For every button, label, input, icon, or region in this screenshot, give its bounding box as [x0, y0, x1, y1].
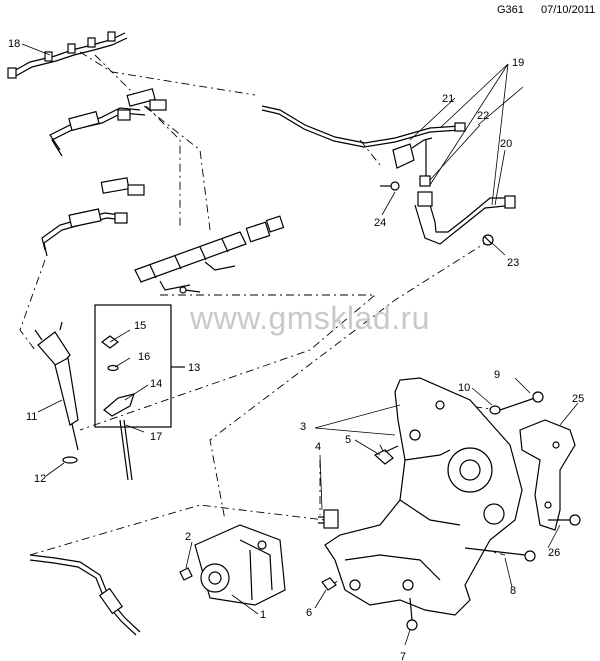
callout-9: 9	[494, 369, 500, 381]
bolt-part-26	[548, 514, 581, 526]
nut-part-6	[321, 577, 337, 591]
diagram-code: G361	[497, 4, 524, 16]
watermark: www.gmsklad.ru	[190, 300, 430, 336]
callout-5: 5	[345, 434, 351, 446]
fuel-rail	[134, 215, 285, 294]
hose-part-20	[414, 191, 516, 245]
callout-6: 6	[306, 607, 312, 619]
leader-lines	[21, 43, 579, 646]
callout-18: 18	[8, 38, 20, 50]
callout-25: 25	[572, 393, 584, 405]
callout-26: 26	[548, 547, 560, 559]
injector-lines-upper	[49, 88, 167, 157]
stud-part-4	[318, 509, 339, 529]
return-line-part-18	[7, 31, 128, 79]
bolt-part-2	[179, 567, 193, 581]
pump-feed-line	[29, 554, 141, 636]
callout-13: 13	[188, 362, 200, 374]
callout-16: 16	[138, 351, 150, 363]
clip-part-23	[482, 234, 494, 246]
bolt-part-9	[499, 391, 544, 411]
callout-19: 19	[512, 57, 524, 69]
callout-7: 7	[400, 651, 406, 661]
fuel-pump-part-1	[194, 524, 286, 606]
bolt-part-8	[464, 547, 536, 562]
bracket-part-25	[519, 419, 576, 531]
callout-10: 10	[458, 382, 470, 394]
injector-lines-lower	[41, 177, 145, 257]
clamp-kit-part-13	[94, 304, 185, 481]
return-hose-part-21	[261, 105, 466, 148]
injector-part-11	[34, 321, 79, 464]
bolt-part-7	[406, 597, 418, 631]
pump-bracket-part-3	[324, 377, 523, 616]
callout-21: 21	[442, 93, 454, 105]
washer-part-10	[489, 405, 501, 415]
callout-20: 20	[500, 138, 512, 150]
callout-2: 2	[185, 531, 191, 543]
callout-22: 22	[477, 110, 489, 122]
callout-17: 17	[150, 431, 162, 443]
callout-14: 14	[150, 378, 162, 390]
diagram-date: 07/10/2011	[541, 4, 596, 16]
callout-15: 15	[134, 320, 146, 332]
callout-4: 4	[315, 441, 321, 453]
callout-labels: 1234567891011121314151617181920212223242…	[8, 38, 584, 661]
return-bracket-part-22	[380, 137, 433, 191]
callout-23: 23	[507, 257, 519, 269]
callout-12: 12	[34, 473, 46, 485]
callout-11: 11	[26, 411, 37, 423]
callout-3: 3	[300, 421, 306, 433]
bolt-part-5	[373, 445, 399, 465]
callout-24: 24	[374, 217, 386, 229]
callout-1: 1	[260, 609, 266, 621]
callout-8: 8	[510, 585, 516, 597]
